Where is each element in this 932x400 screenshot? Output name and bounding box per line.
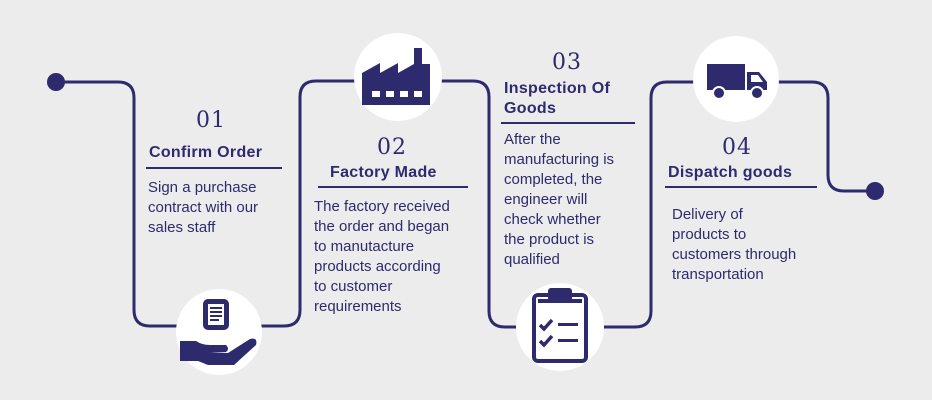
start-dot: [47, 73, 65, 91]
step-4-underline: [665, 186, 817, 188]
step-1-number: 01: [196, 108, 226, 133]
step-3-underline: [501, 122, 635, 124]
step-3-number: 03: [552, 50, 582, 75]
contract-hand-icon: [176, 289, 262, 375]
step-2-title: Factory Made: [330, 164, 437, 181]
step-4-number: 04: [722, 135, 752, 160]
step-1-description: Sign a purchase contract with our sales …: [148, 179, 259, 236]
delivery-truck-icon: [693, 36, 779, 122]
step-4-description: Delivery of products to customers throug…: [672, 206, 797, 283]
step-4-title: Dispatch goods: [668, 164, 793, 181]
step-1-title: Confirm Order: [149, 144, 263, 161]
end-dot: [866, 182, 884, 200]
step-3-title: Inspection Of Goods: [504, 80, 611, 117]
step-3-description: After the manufacturing is completed, th…: [504, 131, 615, 268]
step-2-underline: [318, 186, 468, 188]
step-2-number: 02: [377, 135, 407, 160]
step-2-description: The factory received the order and began…: [314, 198, 450, 315]
clipboard-checklist-icon: [516, 283, 604, 371]
factory-icon: [354, 33, 442, 121]
step-1-underline: [146, 167, 282, 169]
